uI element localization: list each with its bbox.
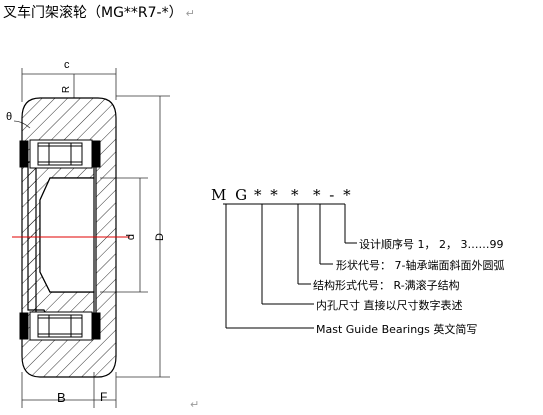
label-bore-size: 内孔尺寸 直接以尺寸数字表述 xyxy=(316,299,463,312)
code-connector-lines xyxy=(223,203,357,329)
code-mg: M G xyxy=(211,186,250,204)
dim-theta-label: θ xyxy=(6,111,13,123)
code-star-structure: * xyxy=(291,186,301,204)
dim-r-label: R xyxy=(61,85,73,94)
roller-row-top xyxy=(19,139,101,169)
dim-B-label: B xyxy=(57,390,66,405)
label-shape-code: 形状代号： 7-轴承端面斜面外圆弧 xyxy=(336,259,505,272)
roller-row-bottom xyxy=(19,311,101,341)
footer-return-mark: ↵ xyxy=(190,398,200,411)
code-star-shape-seq: * - * xyxy=(313,186,353,204)
title-text: 叉车门架滚轮（MG**R7-*） xyxy=(3,5,183,21)
code-stars-size: * * xyxy=(254,186,280,204)
document-title: 叉车门架滚轮（MG**R7-*）↵ xyxy=(3,2,195,22)
dim-F-label: F xyxy=(100,390,108,404)
label-structure-code: 结构形式代号： R-满滚子结构 xyxy=(313,279,460,292)
return-mark: ↵ xyxy=(185,7,195,20)
label-english-abbreviation: Mast Guide Bearings 英文简写 xyxy=(316,323,478,336)
dimension-lines xyxy=(13,68,170,408)
dim-d-small-label: d xyxy=(125,233,138,241)
dim-D-large-label: D xyxy=(153,233,166,241)
label-sequence-number: 设计顺序号 1， 2， 3……99 xyxy=(359,238,504,251)
dim-c-label: c xyxy=(64,59,70,71)
